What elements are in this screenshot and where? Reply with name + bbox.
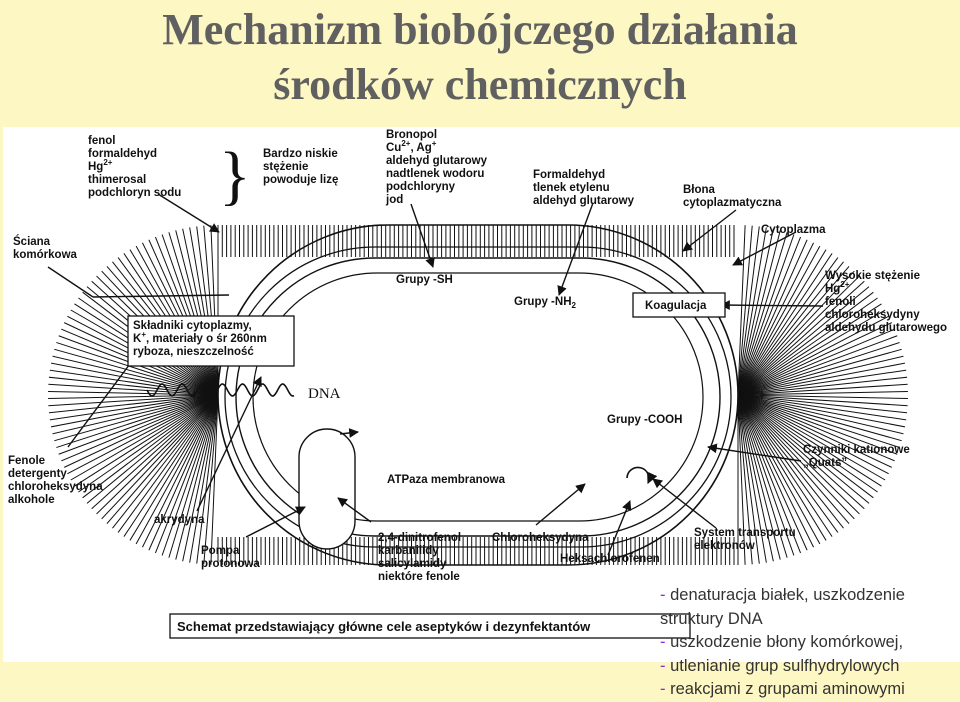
slide-title: Mechanizm biobójczego działania środków … xyxy=(0,0,960,112)
svg-text:salicylamidy: salicylamidy xyxy=(378,558,447,570)
svg-text:2,4-dinitrofenol: 2,4-dinitrofenol xyxy=(378,532,461,544)
svg-text:stężenie: stężenie xyxy=(263,161,308,173)
svg-text:ryboza, nieszczelność: ryboza, nieszczelność xyxy=(133,346,254,358)
summary-item: - reakcjami z grupami aminowymi xyxy=(660,680,905,698)
brace-symbol: } xyxy=(219,139,251,212)
svg-text:chloroheksydyny: chloroheksydyny xyxy=(825,309,920,321)
svg-text:System transportu: System transportu xyxy=(694,527,796,539)
svg-text:„Quats”: „Quats” xyxy=(803,457,847,469)
svg-text:Czynniki kationowe: Czynniki kationowe xyxy=(803,444,910,456)
label-formaldehyd-group: Formaldehyd tlenek etylenu aldehyd gluta… xyxy=(533,169,635,207)
label-wysokie-stezenie: Wysokie stężenie Hg2+ fenoli chloroheksy… xyxy=(825,270,947,334)
summary-item: - denaturacja białek, uszkodzenie xyxy=(660,586,905,604)
dna-strand xyxy=(146,383,295,397)
svg-text:Wysokie stężenie: Wysokie stężenie xyxy=(825,270,920,282)
label-cytoplazma: Cytoplazma xyxy=(761,224,826,236)
cytoplasmic-membrane xyxy=(235,257,721,537)
label-dinitrofenol: 2,4-dinitrofenol karbanilidy salicylamid… xyxy=(378,532,461,583)
svg-text:detergenty: detergenty xyxy=(8,468,67,480)
title-line-2: środków chemicznych xyxy=(273,60,687,109)
svg-text:formaldehyd: formaldehyd xyxy=(88,148,157,160)
summary-item: - uszkodzenie błony komórkowej, xyxy=(660,633,904,651)
svg-text:Hg2+: Hg2+ xyxy=(88,158,113,173)
label-dna: DNA xyxy=(308,386,341,402)
svg-text:cytoplazmatyczna: cytoplazmatyczna xyxy=(683,197,782,209)
svg-text:Koagulacja: Koagulacja xyxy=(645,300,707,312)
svg-text:karbanilidy: karbanilidy xyxy=(378,545,439,557)
proton-pump-shape xyxy=(298,428,356,550)
label-atpaza: ATPaza membranowa xyxy=(387,474,506,486)
label-heksachlorofen: Heksachlorofenen xyxy=(560,553,660,565)
label-pompa-protonowa: Pompa protonowa xyxy=(201,545,260,570)
summary-item: - utlenianie grup sulfhydrylowych xyxy=(660,656,900,675)
cell-diagram-svg: } fenol formaldehyd Hg2+ thime xyxy=(8,129,947,639)
electron-transport-symbol xyxy=(626,466,658,485)
svg-text:podchloryny: podchloryny xyxy=(386,181,456,193)
label-bronopol-group: Bronopol Cu2+, Ag+ aldehyd glutarowy nad… xyxy=(385,129,488,206)
svg-text:Ściana: Ściana xyxy=(13,235,51,248)
svg-text:K+, materiały o śr 260nm: K+, materiały o śr 260nm xyxy=(133,330,267,345)
label-akrydyna: akrydyna xyxy=(154,514,205,526)
svg-text:aldehydu glutarowego: aldehydu glutarowego xyxy=(825,322,947,334)
svg-text:Pompa: Pompa xyxy=(201,545,240,557)
svg-text:aldehyd glutarowy: aldehyd glutarowy xyxy=(386,155,488,167)
svg-text:powoduje lizę: powoduje lizę xyxy=(263,174,338,186)
caption-box: Schemat przedstawiający główne cele asep… xyxy=(169,613,691,639)
svg-text:nadtlenek wodoru: nadtlenek wodoru xyxy=(386,168,484,180)
svg-text:Hg2+: Hg2+ xyxy=(825,280,850,295)
label-sciana: Ściana komórkowa xyxy=(13,235,78,261)
summary-list: - denaturacja białek, uszkodzenie strukt… xyxy=(660,584,960,702)
svg-text:komórkowa: komórkowa xyxy=(13,249,78,261)
svg-text:Schemat przedstawiający główne: Schemat przedstawiający główne cele asep… xyxy=(177,619,591,634)
skladniki-box: Składniki cytoplazmy, K+, materiały o śr… xyxy=(127,315,295,367)
cytoplasm-boundary xyxy=(252,272,704,522)
svg-text:Błona: Błona xyxy=(683,184,716,196)
svg-text:Składniki cytoplazmy,: Składniki cytoplazmy, xyxy=(133,320,252,332)
label-system-transportu: System transportu elektronów xyxy=(694,527,796,552)
svg-text:Bronopol: Bronopol xyxy=(386,129,437,141)
title-line-1: Mechanizm biobójczego działania xyxy=(162,5,798,54)
svg-text:chloroheksydyna: chloroheksydyna xyxy=(8,481,103,493)
label-low-concentration: Bardzo niskie stężenie powoduje lizę xyxy=(263,148,338,186)
arrows xyxy=(47,193,824,556)
svg-text:Formaldehyd: Formaldehyd xyxy=(533,169,605,181)
svg-text:thimerosal: thimerosal xyxy=(88,174,146,186)
svg-text:alkohole: alkohole xyxy=(8,494,55,506)
label-fenole: Fenole detergenty chloroheksydyna alkoho… xyxy=(8,455,103,506)
cell-diagram-figure: } fenol formaldehyd Hg2+ thime xyxy=(3,127,960,662)
label-grupy-nh2: Grupy -NH2 xyxy=(514,296,577,310)
svg-text:Fenole: Fenole xyxy=(8,455,45,467)
svg-text:podchloryn sodu: podchloryn sodu xyxy=(88,187,181,199)
svg-text:elektronów: elektronów xyxy=(694,540,755,552)
svg-text:jod: jod xyxy=(385,194,403,206)
summary-item: struktury DNA xyxy=(660,609,763,628)
svg-text:Cu2+, Ag+: Cu2+, Ag+ xyxy=(386,139,437,154)
svg-text:protonowa: protonowa xyxy=(201,558,260,570)
svg-text:niektóre fenole: niektóre fenole xyxy=(378,571,460,583)
label-chloroheksydyna: Chloroheksydyna xyxy=(492,532,589,544)
label-blona: Błona cytoplazmatyczna xyxy=(683,184,782,209)
koagulacja-box: Koagulacja xyxy=(632,292,726,318)
label-grupy-sh: Grupy -SH xyxy=(396,274,453,286)
label-czynniki-kationowe: Czynniki kationowe „Quats” xyxy=(803,444,910,469)
label-fenol-group: fenol formaldehyd Hg2+ thimerosal podchl… xyxy=(88,135,181,199)
svg-text:fenoli: fenoli xyxy=(825,296,856,308)
svg-text:aldehyd glutarowy: aldehyd glutarowy xyxy=(533,195,635,207)
svg-text:Bardzo niskie: Bardzo niskie xyxy=(263,148,338,160)
svg-text:tlenek etylenu: tlenek etylenu xyxy=(533,182,610,194)
label-grupy-cooh: Grupy -COOH xyxy=(607,414,682,426)
svg-text:fenol: fenol xyxy=(88,135,115,147)
